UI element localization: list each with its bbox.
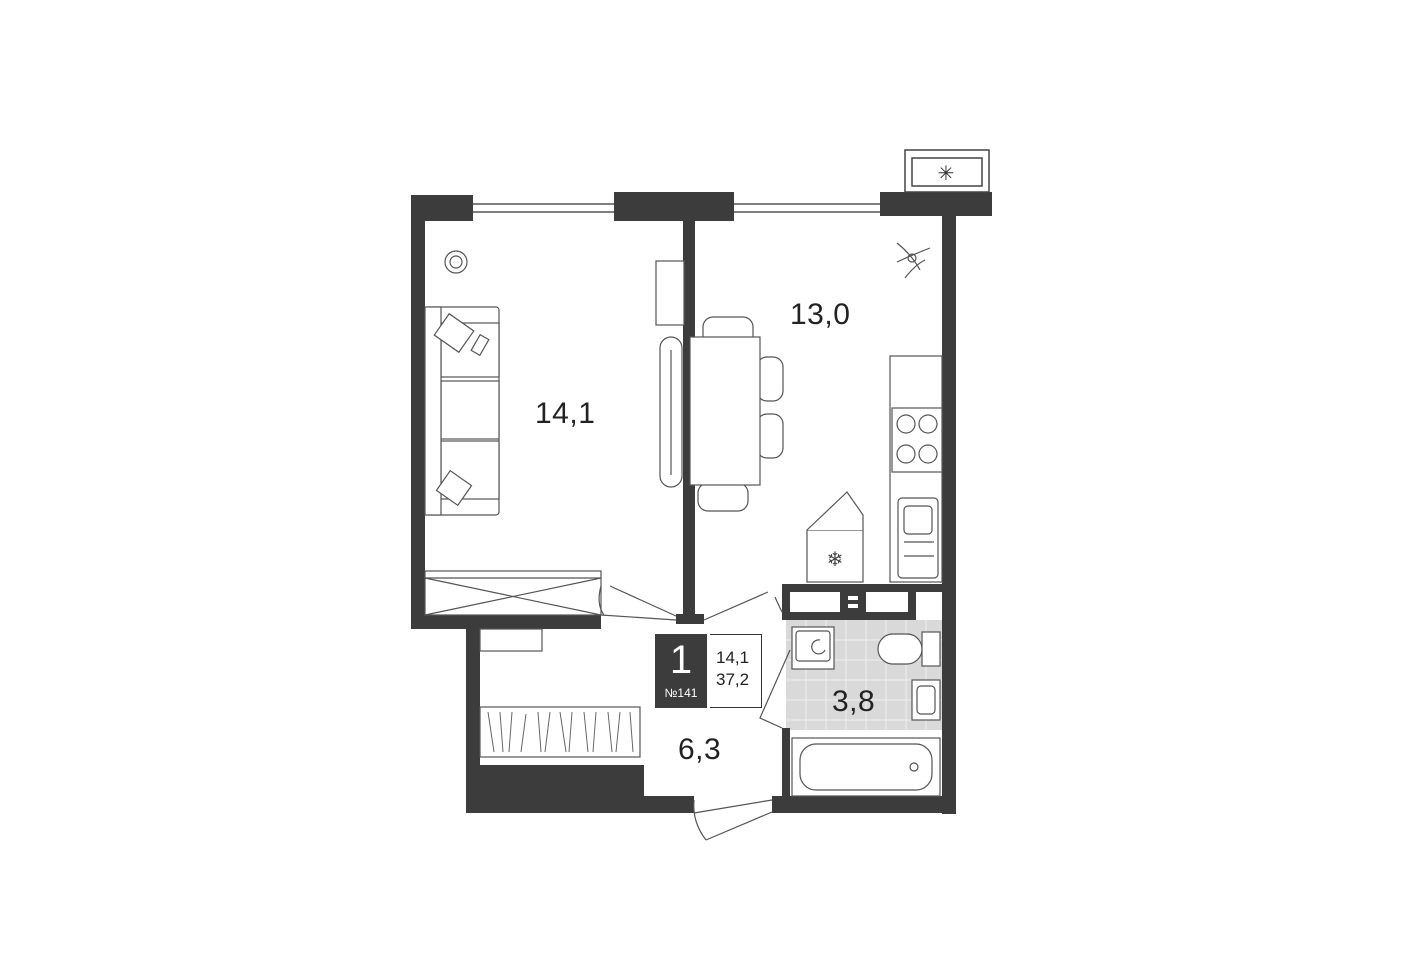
windows [473,203,880,213]
area-summary: 14,1 37,2 [710,634,762,708]
svg-text:❄: ❄ [827,547,844,571]
living-area: 14,1 [716,648,750,667]
svg-text:✳: ✳ [938,161,955,185]
room-count: 1 [669,638,693,682]
apartment-number: №141 [664,686,698,700]
living-furniture [424,250,685,621]
bathroom-fixtures [791,626,941,797]
wall-openings [797,596,905,609]
living-room-area: 14,1 [535,397,596,430]
walls [411,192,992,814]
hallway-furniture [479,591,791,841]
kitchen-furniture: ❄ [689,242,943,583]
kitchen-area: 13,0 [790,298,851,331]
room-count-badge: 1 №141 [655,634,707,708]
ac-unit: ✳ [904,149,990,193]
total-area: 37,2 [716,670,750,689]
bathroom-area: 3,8 [832,685,876,718]
hallway-area: 6,3 [678,733,722,766]
